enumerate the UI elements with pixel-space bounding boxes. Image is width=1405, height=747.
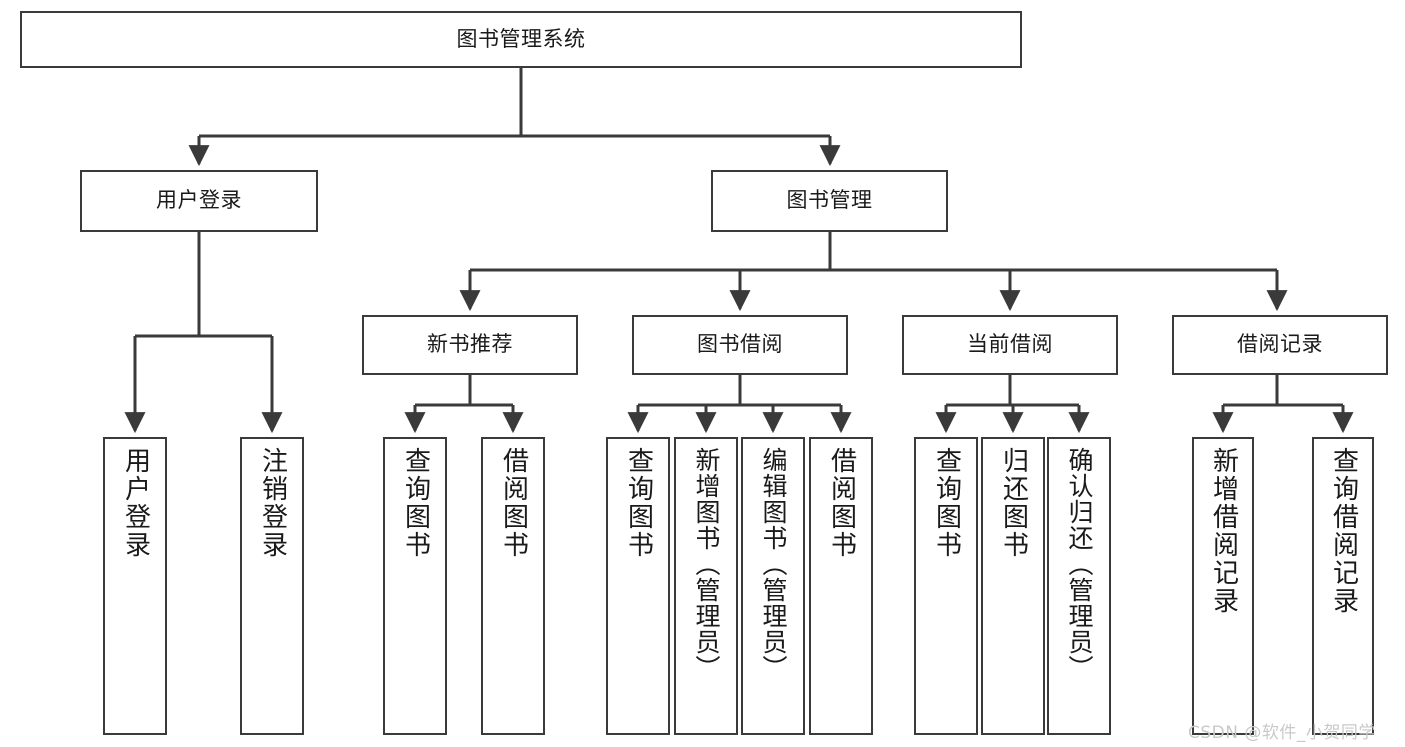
node-label: 确认归还（管理员） [1065, 447, 1094, 681]
leaf-query-borrow-record[interactable]: 查询借阅记录 [1312, 437, 1374, 735]
node-label: 新书推荐 [427, 332, 513, 357]
node-label: 注销登录 [257, 447, 288, 559]
node-label: 用户登录 [156, 188, 242, 213]
node-current-borrow[interactable]: 当前借阅 [902, 315, 1118, 375]
node-label: 借阅图书 [498, 447, 529, 559]
leaf-add-borrow-record[interactable]: 新增借阅记录 [1192, 437, 1254, 735]
node-label: 查询图书 [400, 447, 431, 559]
leaf-confirm-return-admin[interactable]: 确认归还（管理员） [1047, 437, 1111, 735]
node-label: 图书管理系统 [456, 26, 586, 51]
node-label: 新增图书（管理员） [692, 447, 721, 681]
node-label: 用户登录 [120, 447, 151, 559]
leaf-borrow-book[interactable]: 借阅图书 [809, 437, 873, 735]
watermark: CSDN @软件_小贺同学 [1188, 723, 1376, 743]
node-label: 归还图书 [998, 447, 1029, 559]
node-label: 查询图书 [931, 447, 962, 559]
node-user-login[interactable]: 用户登录 [80, 170, 318, 232]
node-label: 新增借阅记录 [1208, 447, 1239, 615]
leaf-user-login[interactable]: 用户登录 [103, 437, 167, 735]
node-label: 编辑图书（管理员） [759, 447, 788, 681]
node-book-management-system[interactable]: 图书管理系统 [20, 11, 1022, 68]
leaf-query-book-recommend[interactable]: 查询图书 [383, 437, 447, 735]
node-book-management[interactable]: 图书管理 [711, 170, 948, 232]
node-label: 当前借阅 [967, 332, 1053, 357]
leaf-return-book[interactable]: 归还图书 [981, 437, 1045, 735]
node-new-book-recommend[interactable]: 新书推荐 [362, 315, 578, 375]
node-label: 图书管理 [786, 188, 873, 213]
leaf-add-book-admin[interactable]: 新增图书（管理员） [674, 437, 738, 735]
node-label: 借阅图书 [826, 447, 857, 559]
node-book-borrow[interactable]: 图书借阅 [632, 315, 848, 375]
leaf-query-book-borrow[interactable]: 查询图书 [606, 437, 670, 735]
leaf-borrow-book-recommend[interactable]: 借阅图书 [481, 437, 545, 735]
node-label: 查询图书 [623, 447, 654, 559]
leaf-edit-book-admin[interactable]: 编辑图书（管理员） [741, 437, 805, 735]
leaf-query-book-current[interactable]: 查询图书 [914, 437, 978, 735]
node-borrow-record[interactable]: 借阅记录 [1172, 315, 1388, 375]
node-label: 借阅记录 [1237, 332, 1323, 357]
leaf-logout[interactable]: 注销登录 [240, 437, 304, 735]
node-label: 图书借阅 [697, 332, 783, 357]
node-label: 查询借阅记录 [1328, 447, 1359, 615]
